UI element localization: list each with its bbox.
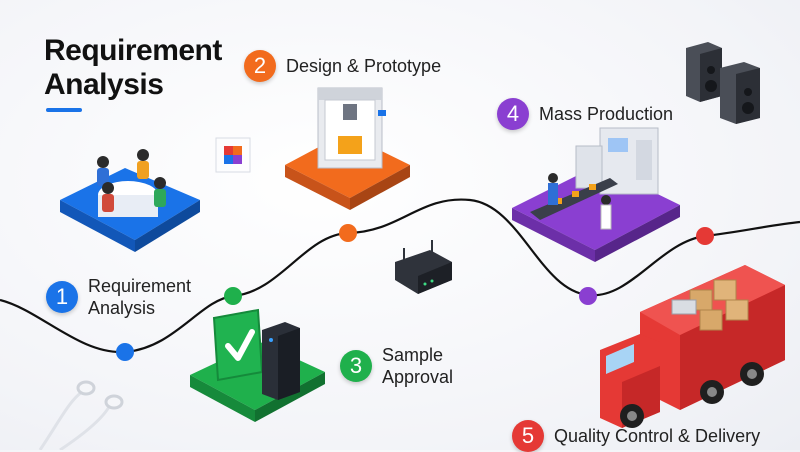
router-icon: [395, 240, 452, 294]
meeting-team-icon: [60, 149, 200, 252]
page-title-line2: Analysis: [44, 68, 164, 101]
step-badge-3: 3: [340, 350, 372, 382]
earphones-icon: [38, 380, 124, 450]
3d-printer-icon: [285, 87, 410, 210]
step-label-line2: Analysis: [88, 298, 156, 318]
step-label: Sample Approval: [382, 344, 482, 388]
speakers-icon: [686, 42, 760, 124]
step-label: Requirement Analysis: [88, 275, 208, 319]
step-quality-control-delivery: 5 Quality Control & Delivery: [512, 420, 760, 452]
path-dot-red: [696, 227, 714, 245]
step-label-line2: Approval: [382, 367, 454, 387]
step-label: Mass Production: [539, 104, 674, 124]
step-label: Quality Control & Delivery: [554, 426, 761, 446]
server-tower-icon: [262, 322, 300, 400]
step-badge-2: 2: [244, 50, 276, 82]
step-mass-production: 4 Mass Production: [497, 98, 673, 130]
step-badge-4: 4: [497, 98, 529, 130]
step-design-prototype: 2 Design & Prototype: [244, 50, 441, 82]
step-label-line1: Sample: [382, 345, 444, 365]
step-label-line1: Requirement: [88, 276, 192, 296]
step-sample-approval: 3 Sample Approval: [340, 344, 482, 388]
step-badge-5: 5: [512, 420, 544, 452]
process-path: [0, 198, 800, 354]
path-dot-blue: [116, 343, 134, 361]
step-badge-1: 1: [46, 281, 78, 313]
page-title: Requirement Analysis: [44, 34, 222, 102]
step-label: Design & Prototype: [286, 56, 442, 76]
path-dot-orange: [339, 224, 357, 242]
checkmark-approval-icon: [190, 308, 325, 422]
path-dot-purple: [579, 287, 597, 305]
delivery-truck-icon: [600, 265, 785, 428]
title-underline: [46, 108, 82, 112]
page-title-line1: Requirement: [44, 34, 222, 67]
path-dot-green: [224, 287, 242, 305]
factory-line-icon: [512, 127, 680, 262]
cube-icon: [215, 137, 251, 173]
step-requirement-analysis: 1 Requirement Analysis: [46, 275, 208, 319]
